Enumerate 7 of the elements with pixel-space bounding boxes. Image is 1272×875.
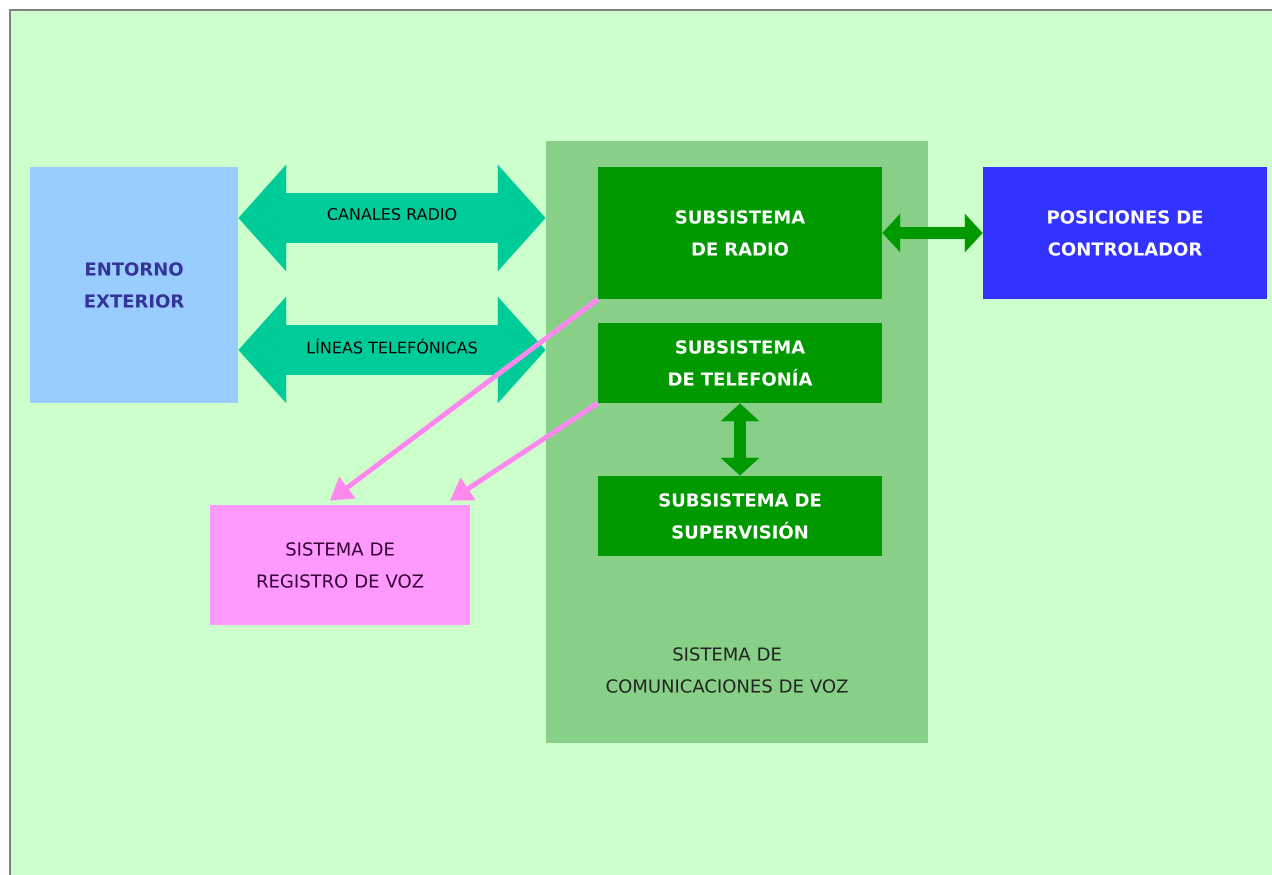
subsystem-box: SUBSISTEMA DE RADIO: [598, 167, 882, 299]
position-box: POSICIONES DE CONTROLADOR: [983, 167, 1267, 299]
subsystem-box: SUBSISTEMA DE SUPERVISIÓN: [598, 476, 882, 556]
register-box: SISTEMA DE REGISTRO DE VOZ: [210, 505, 470, 625]
entity-box: ENTORNO EXTERIOR: [30, 167, 238, 403]
edge-label: LÍNEAS TELEFÓNICAS: [305, 337, 479, 355]
subsystem-box: SUBSISTEMA DE TELEFONÍA: [598, 323, 882, 403]
